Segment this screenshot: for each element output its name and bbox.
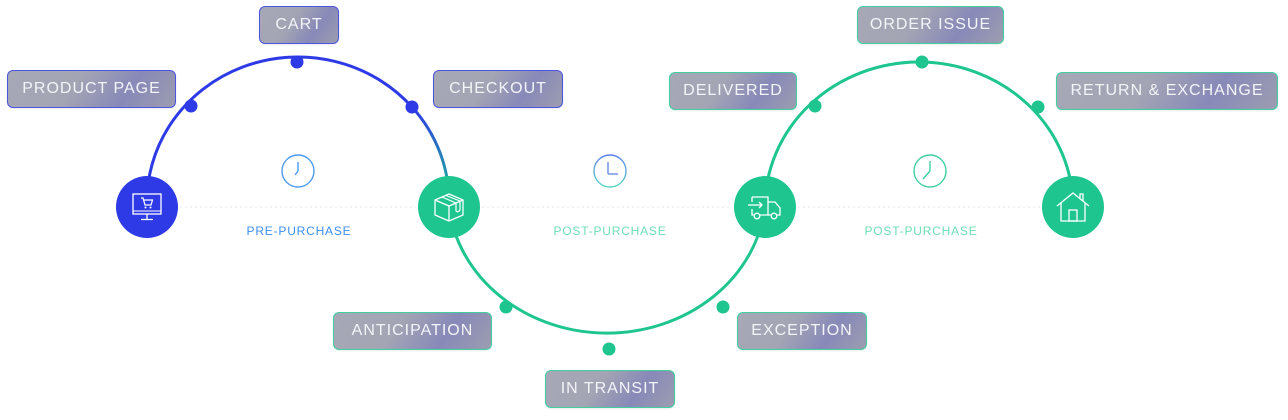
- touchpoint-dot-product-page[interactable]: [184, 99, 198, 113]
- post-purchase-lower-arc: [447, 206, 767, 335]
- touchpoint-return-exchange[interactable]: RETURN & EXCHANGE: [1056, 72, 1278, 110]
- touchpoint-dot-anticipation[interactable]: [499, 300, 513, 314]
- touchpoint-dot-cart[interactable]: [290, 55, 304, 69]
- phase-label-post-purchase: POST-PURCHASE: [553, 224, 667, 238]
- house-icon: [1056, 192, 1090, 222]
- stage-shipped[interactable]: [418, 176, 480, 238]
- clock-icon: [281, 154, 315, 188]
- stage-pre-purchase[interactable]: [116, 176, 178, 238]
- phase-label-pre-purchase: PRE-PURCHASE: [246, 224, 352, 238]
- post-purchase-upper-arc: [763, 60, 1075, 208]
- package-box-icon: [434, 193, 464, 222]
- touchpoint-dot-in-transit[interactable]: [602, 342, 616, 356]
- touchpoint-dot-delivered[interactable]: [808, 99, 822, 113]
- touchpoint-dot-checkout[interactable]: [405, 100, 419, 114]
- touchpoint-cart[interactable]: CART: [259, 6, 339, 44]
- phase-label-post-purchase: POST-PURCHASE: [864, 224, 978, 238]
- touchpoint-in-transit[interactable]: IN TRANSIT: [545, 370, 675, 408]
- clock-icon: [913, 154, 947, 188]
- touchpoint-exception[interactable]: EXCEPTION: [737, 312, 867, 350]
- touchpoint-dot-exception[interactable]: [716, 300, 730, 314]
- stage-home[interactable]: [1042, 176, 1104, 238]
- stage-delivery[interactable]: [734, 176, 796, 238]
- touchpoint-dot-return-exchange[interactable]: [1031, 100, 1045, 114]
- pre-purchase-arc: [145, 55, 414, 208]
- touchpoint-anticipation[interactable]: ANTICIPATION: [333, 312, 492, 350]
- touchpoint-order-issue[interactable]: ORDER ISSUE: [857, 6, 1004, 44]
- clock-icon: [593, 154, 627, 188]
- touchpoint-dot-order-issue[interactable]: [915, 55, 929, 69]
- delivery-truck-icon: [748, 196, 781, 220]
- touchpoint-delivered[interactable]: DELIVERED: [669, 72, 797, 110]
- touchpoint-checkout[interactable]: CHECKOUT: [433, 70, 563, 108]
- desktop-cart-icon: [132, 193, 162, 221]
- touchpoint-product-page[interactable]: PRODUCT PAGE: [7, 70, 176, 108]
